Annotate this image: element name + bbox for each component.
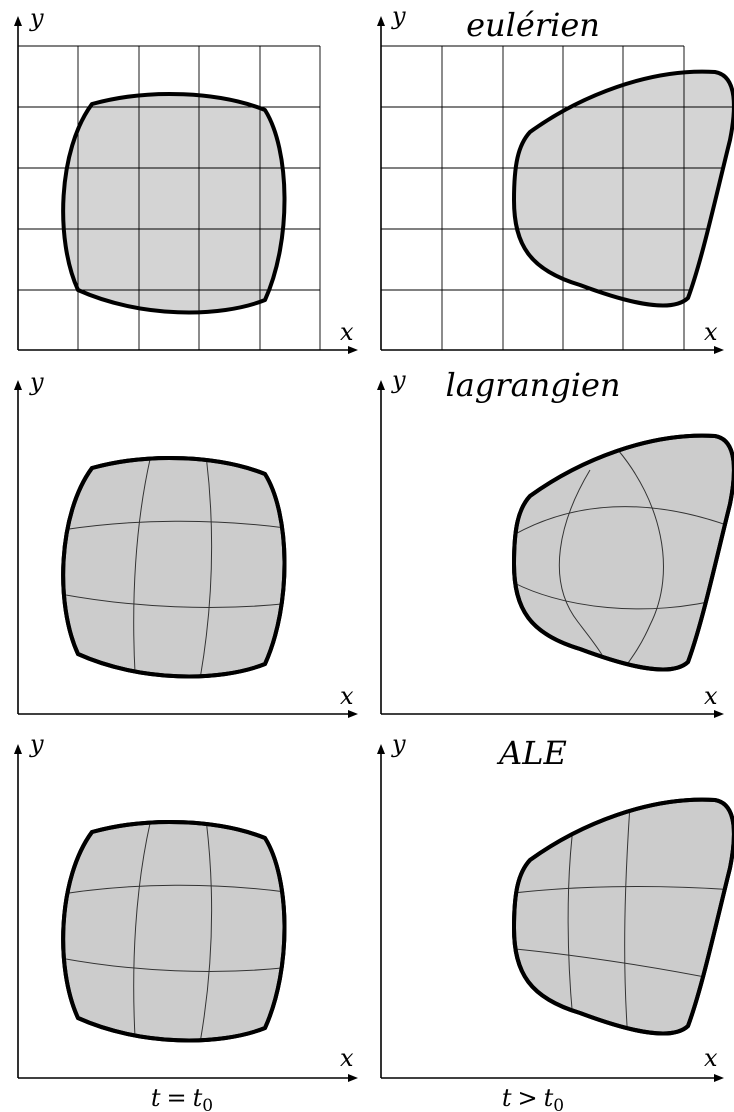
ale-mesh-right bbox=[514, 804, 734, 1034]
x-axis-label: x bbox=[704, 682, 718, 710]
body-outline bbox=[511, 797, 734, 1036]
y-axis-label: y bbox=[29, 730, 44, 758]
axes-left-row2 bbox=[14, 380, 358, 718]
y-axis-label: y bbox=[391, 2, 406, 30]
y-axis-label: y bbox=[391, 366, 406, 394]
axes-left-row1 bbox=[14, 16, 358, 354]
panel-lagrangian-initial: y x bbox=[14, 368, 358, 718]
row-title-eulerian: eulérien bbox=[466, 6, 600, 44]
time-variable: t bbox=[502, 1084, 512, 1112]
material-mesh-left bbox=[63, 457, 285, 677]
body-outline bbox=[511, 433, 734, 672]
y-axis-label: y bbox=[391, 730, 406, 758]
x-axis-label: x bbox=[704, 1044, 718, 1072]
panel-lagrangian-deformed: y x lagrangien bbox=[377, 366, 734, 718]
panel-eulerian-initial: y x bbox=[14, 4, 358, 354]
time-variable: t bbox=[544, 1084, 554, 1112]
axes-right-row3 bbox=[377, 744, 724, 1082]
body-shape-initial bbox=[61, 91, 287, 315]
panel-eulerian-deformed: y x eulérien bbox=[377, 2, 734, 354]
row-title-ale: ALE bbox=[496, 734, 567, 772]
x-axis-label: x bbox=[704, 318, 718, 346]
body-outline bbox=[61, 455, 287, 679]
column-label-later-time: t>t0 bbox=[502, 1084, 564, 1112]
x-axis-label: x bbox=[340, 1044, 354, 1072]
row-title-lagrangian: lagrangien bbox=[445, 366, 620, 404]
time-variable: t bbox=[193, 1084, 203, 1112]
x-axis-label: x bbox=[340, 682, 354, 710]
body-shape-initial bbox=[61, 819, 287, 1043]
axes-right-row2 bbox=[377, 380, 724, 718]
axes-right-row1 bbox=[377, 16, 724, 354]
column-label-initial-time: t=t0 bbox=[151, 1084, 213, 1112]
time-subscript: 0 bbox=[553, 1096, 564, 1112]
body-outline bbox=[61, 819, 287, 1043]
greater-than-sign: > bbox=[518, 1084, 538, 1112]
y-axis-label: y bbox=[29, 368, 44, 396]
y-axis-label: y bbox=[29, 4, 44, 32]
equals-sign: = bbox=[167, 1084, 187, 1112]
material-mesh-left bbox=[63, 821, 285, 1041]
panel-ale-initial: y x bbox=[14, 730, 358, 1082]
time-subscript: 0 bbox=[202, 1096, 213, 1112]
panel-ale-deformed: y x ALE bbox=[377, 730, 734, 1082]
axes-left-row3 bbox=[14, 744, 358, 1082]
body-shape-initial bbox=[61, 455, 287, 679]
x-axis-label: x bbox=[340, 318, 354, 346]
time-variable: t bbox=[151, 1084, 161, 1112]
